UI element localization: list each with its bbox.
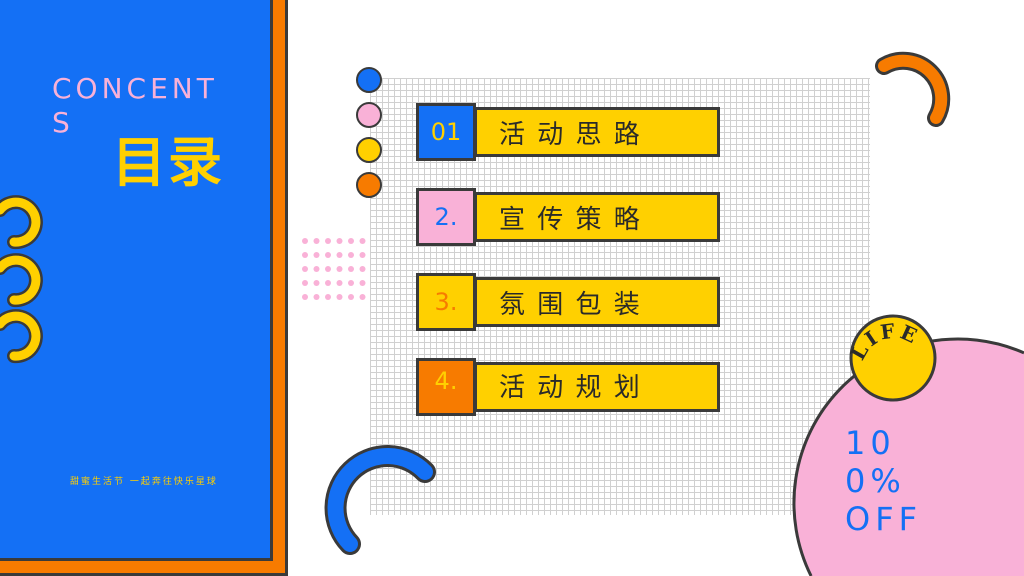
pattern-dot <box>325 238 331 244</box>
menu-item-1[interactable]: 01 活 动 思 路 <box>416 103 720 161</box>
pink-circle <box>793 339 1024 576</box>
pink-dot <box>356 102 382 128</box>
pattern-dot <box>325 280 331 286</box>
binder-rings <box>0 195 43 364</box>
pattern-dot <box>313 238 320 244</box>
pattern-dot <box>336 294 343 300</box>
pattern-dot <box>348 294 354 300</box>
pattern-dot <box>359 280 366 286</box>
pattern-dot <box>359 294 366 300</box>
item-number: 4. <box>416 358 476 416</box>
item-label: 活 动 规 划 <box>474 362 720 412</box>
blue-dot <box>356 67 382 93</box>
pink-circle-outline <box>792 337 1024 576</box>
title-chinese: 目录 <box>112 131 224 194</box>
pattern-dot <box>313 294 320 300</box>
blue-cover-panel <box>0 0 273 561</box>
pattern-dot <box>359 238 366 244</box>
pattern-dot <box>348 238 354 244</box>
item-number: 01 <box>416 103 476 161</box>
item-number: 3. <box>416 273 476 331</box>
pink-dot-pattern <box>302 238 366 300</box>
discount-text: 100%OFF <box>845 424 922 538</box>
pattern-dot <box>302 238 308 244</box>
life-badge <box>849 314 937 402</box>
menu-item-4[interactable]: 4. 活 动 规 划 <box>416 358 720 416</box>
menu-item-3[interactable]: 3. 氛 围 包 装 <box>416 273 720 331</box>
pattern-dot <box>302 266 308 272</box>
pattern-dot <box>313 266 320 272</box>
menu-item-2[interactable]: 2. 宣 传 策 略 <box>416 188 720 246</box>
pattern-dot <box>336 280 343 286</box>
orange-dot <box>356 172 382 198</box>
pattern-dot <box>325 294 331 300</box>
pattern-dot <box>348 280 354 286</box>
pattern-dot <box>348 252 354 258</box>
pattern-dot <box>325 252 331 258</box>
pattern-dot <box>302 280 308 286</box>
pattern-dot <box>359 252 366 258</box>
item-label: 氛 围 包 装 <box>474 277 720 327</box>
pattern-dot <box>313 252 320 258</box>
yellow-dot <box>356 137 382 163</box>
pattern-dot <box>302 294 308 300</box>
pattern-dot <box>302 252 308 258</box>
pattern-dot <box>336 252 343 258</box>
pattern-dot <box>359 266 366 272</box>
pattern-dot <box>336 266 343 272</box>
title-english: CONCENTS <box>52 72 218 139</box>
pattern-dot <box>348 266 354 272</box>
pattern-dot <box>325 266 331 272</box>
item-number: 2. <box>416 188 476 246</box>
pattern-dot <box>336 238 343 244</box>
footer-slogan: 甜蜜生活节 一起奔往快乐星球 <box>70 477 218 487</box>
pattern-dot <box>313 280 320 286</box>
item-label: 宣 传 策 略 <box>474 192 720 242</box>
